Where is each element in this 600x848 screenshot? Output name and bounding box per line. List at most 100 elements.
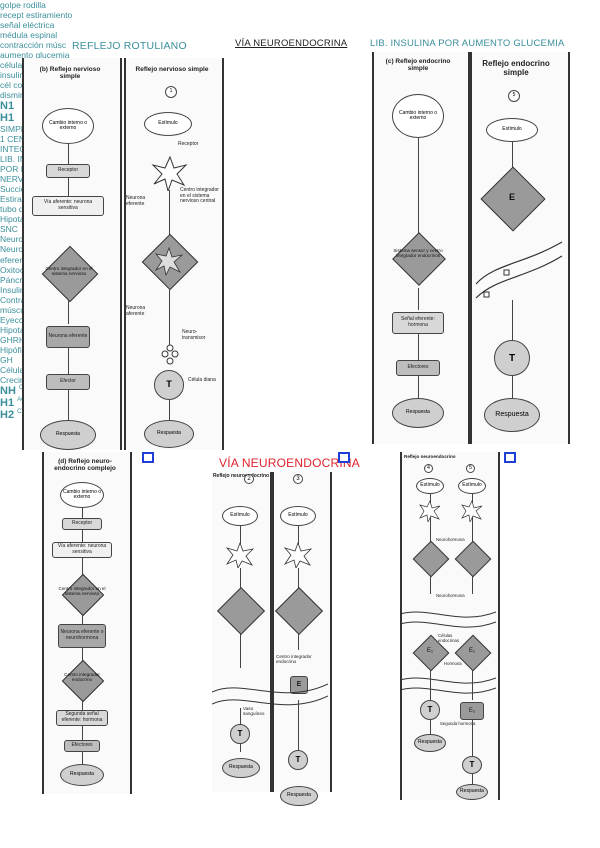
- panel-a-title: Reflejo neuroendocrino: [212, 473, 270, 479]
- node-cambio: Cambio interno o externo: [392, 94, 444, 138]
- connector: [430, 670, 431, 700]
- panel-title: Reflejo neuroendocrino: [404, 454, 456, 459]
- receptor-star-icon: [419, 500, 441, 522]
- receptor-star-icon: [283, 542, 313, 568]
- panel-c-title: (c) Reflejo endocrino simple: [385, 58, 451, 73]
- node-via-aferente: Vía aferente: neurona sensitiva: [52, 542, 112, 558]
- node-respuesta-right: Respuesta: [456, 784, 488, 800]
- connector: [298, 634, 299, 650]
- label-neurohormona-1: Neurohormona: [436, 537, 465, 542]
- connector: [512, 376, 513, 398]
- node-t-left: T: [230, 724, 250, 744]
- label-e: E: [508, 192, 515, 202]
- marker-box: [338, 452, 350, 463]
- node-efector: Efector: [46, 374, 90, 390]
- connector: [512, 300, 513, 342]
- node-estimulo-right: Estímulo: [280, 506, 316, 526]
- panel-5-title: Reflejo endocrino simple: [482, 59, 550, 77]
- label-neurona-aferente: Neurona aferente: [126, 305, 146, 317]
- label-centro-nervioso: Centro integrador en el sistema nervioso: [58, 586, 106, 597]
- connector: [298, 568, 299, 592]
- node-cambio: Cambio interno o externo: [60, 482, 104, 508]
- annotation-1-centro: 1 CENTRO: [0, 134, 43, 144]
- panel-5: [470, 52, 570, 444]
- label-vaso-sanguineo: Vaso sanguíneo: [243, 706, 265, 717]
- node-respuesta-right: Respuesta: [144, 420, 194, 448]
- node-neurona-eferente: Neurona eferente: [46, 326, 90, 348]
- node-respuesta: Respuesta: [60, 764, 104, 786]
- annotation-por-est: POR EST: [0, 164, 38, 174]
- node-respuesta-left: Respuesta: [222, 758, 260, 778]
- label-e1-right: E₁: [468, 648, 476, 654]
- connector: [169, 400, 170, 420]
- panel-1-title: Reflejo nervioso simple: [135, 66, 209, 73]
- panel-d: [42, 452, 132, 794]
- annotation-medula: médula espinal: [0, 30, 58, 40]
- step-number: 1: [165, 86, 177, 98]
- connector: [418, 288, 419, 310]
- annotation-golpe: golpe rodilla: [0, 0, 46, 10]
- annotation-recept: recept estiramiento: [0, 10, 73, 20]
- connector: [418, 334, 419, 360]
- connector: [82, 558, 83, 576]
- node-e2: E₂: [460, 702, 484, 720]
- label-neurohormona-2: Neurohormona: [436, 593, 465, 598]
- annotation-aumento: aumento glucemia: [0, 50, 70, 60]
- blood-vessel-icon: [400, 677, 496, 694]
- label-receptor: Receptor: [178, 141, 199, 147]
- label-sistema-sensor: Sistema sensor y centro integrador endoc…: [393, 248, 443, 259]
- diagram-reflejo-complejo: (d) Reflejo neuro-endocrino complejo Cam…: [0, 100, 600, 794]
- blood-vessel-icon: [400, 611, 496, 628]
- receptor-star-icon: [461, 500, 483, 522]
- label-neurona-eferente: Neurona eferente: [126, 195, 146, 207]
- connector: [472, 670, 473, 700]
- node-estimulo: Estímulo: [144, 112, 192, 136]
- connector: [82, 614, 83, 624]
- connector: [298, 526, 299, 544]
- h1-label: H1: [0, 397, 15, 410]
- receptor-star-icon: [151, 155, 188, 191]
- annotation-hipotalamo: Hipotálamo: [0, 214, 600, 224]
- node-receptor: Receptor: [62, 518, 102, 530]
- connector: [82, 700, 83, 710]
- heading-lib-insulina: LIB. INSULINA POR AUMENTO GLUCEMIA: [370, 38, 565, 49]
- node-respuesta-left: Respuesta: [414, 734, 446, 752]
- label-centro-endocrino: Centro integrador endocrino: [276, 654, 312, 665]
- diagram-eje-hipotalamo: Reflejo neuroendocrino 4 5 Estímulo Estí…: [0, 325, 600, 800]
- node-respuesta: Respuesta: [392, 398, 444, 428]
- connector: [68, 390, 69, 420]
- connector: [82, 508, 83, 518]
- marker-box: [504, 452, 516, 463]
- connector: [240, 526, 241, 544]
- neuron-star-icon: [154, 246, 184, 276]
- diagram-reflejo-nervioso: (b) Reflejo nervioso simple Reflejo nerv…: [0, 0, 600, 450]
- blood-vessel-icon: [212, 683, 328, 706]
- label-centro-integrador: Centro integrador en el sistema nervioso…: [180, 187, 219, 204]
- node-estimulo-left: Estímulo: [416, 478, 444, 494]
- connector: [472, 720, 473, 756]
- connector: [240, 634, 241, 668]
- label-centro-integrador-box: Centro integrador en el sistema nervioso: [45, 266, 93, 277]
- nh-label: NH: [0, 385, 16, 398]
- step-number: 3: [293, 474, 303, 484]
- node-efectores: Efectores: [396, 360, 440, 376]
- connector: [68, 300, 69, 324]
- vesicles-icon: [161, 344, 179, 365]
- node-via-aferente: Vía aferente: neurona sensitiva: [32, 196, 104, 216]
- node-t-left: T: [420, 700, 440, 720]
- connector: [68, 348, 69, 374]
- annotation-insulina: Insulina: [0, 284, 30, 295]
- annotation-insulina: insulina: [0, 70, 29, 80]
- annotation-n1: N1: [0, 100, 15, 112]
- h2-label: H2: [0, 409, 15, 422]
- connector: [298, 700, 299, 752]
- heading-via-neuroendocrina-top: VÍA NEUROENDOCRINA: [235, 38, 348, 49]
- node-respuesta-right: Respuesta: [484, 398, 540, 432]
- node-receptor: Receptor: [46, 164, 90, 178]
- connector: [472, 774, 473, 784]
- node-estimulo: Estímulo: [486, 118, 538, 142]
- connector: [512, 142, 513, 170]
- label-celulas-endocrinas: Células endocrinas: [438, 633, 460, 643]
- annotation-h1: H1: [0, 112, 15, 124]
- node-respuesta-right: Respuesta: [280, 786, 318, 806]
